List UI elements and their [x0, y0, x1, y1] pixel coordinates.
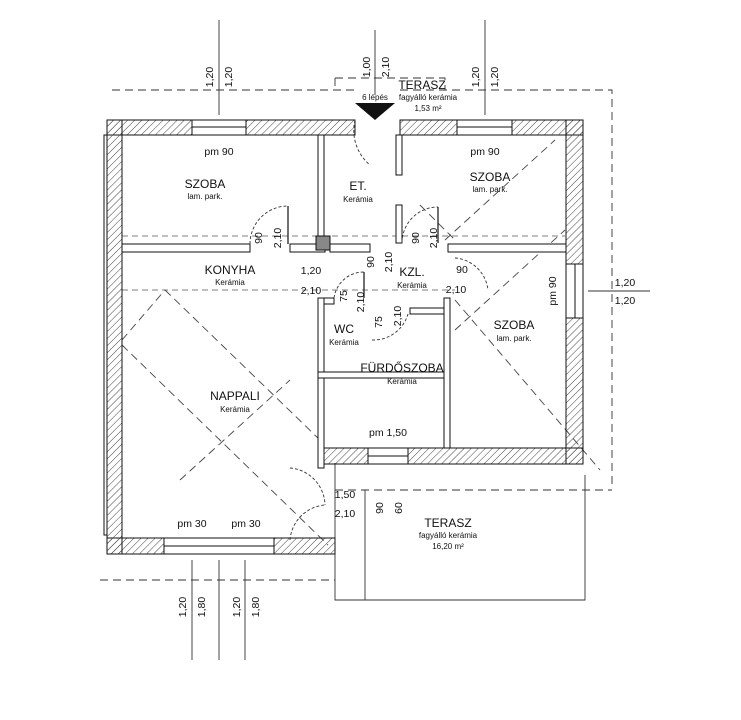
dim-top-door-b: 2,10 — [380, 57, 392, 78]
room-et-name: ET. — [349, 179, 366, 193]
terrace-outline — [334, 463, 586, 601]
dim-d-szoba2-a: 90 — [410, 232, 422, 244]
dim-d-konyha-a: 1,20 — [301, 265, 322, 277]
dim-right-w-b: 1,20 — [615, 295, 636, 307]
dim-d-szoba1-b: 2,10 — [272, 228, 284, 249]
terasz-top-name: TERASZ — [398, 78, 445, 92]
dim-d-kzl-b: 2,10 — [446, 284, 467, 296]
parapet-nappali-right: pm 30 — [231, 518, 260, 530]
windows — [103, 119, 584, 555]
door-swings — [249, 119, 489, 541]
room-szoba2-floor: lam. park. — [472, 185, 507, 194]
entrance-arrow — [355, 103, 395, 120]
dim-terasz-a: 90 — [374, 502, 386, 514]
terasz-top-area: 1,53 m² — [414, 104, 441, 113]
room-konyha-floor: Kerámia — [215, 278, 245, 287]
dim-bot-w1-b: 1,80 — [196, 597, 208, 618]
dim-bot-w1-a: 1,20 — [177, 597, 189, 618]
room-nappali-name: NAPPALI — [210, 389, 260, 403]
dashed-interior — [122, 235, 565, 291]
dim-d-furdo-a: 75 — [373, 316, 385, 328]
parapet-szoba1: pm 90 — [204, 146, 233, 158]
dim-top-w2-a: 1,20 — [470, 67, 482, 88]
room-furdo-name: FÜRDŐSZOBA — [360, 360, 443, 375]
room-furdo-floor: Kerámia — [387, 377, 417, 386]
parapet-szoba3: pm 90 — [547, 276, 559, 305]
room-wc-name: WC — [334, 322, 354, 336]
terasz-top-floor: fagyálló kerámia — [399, 93, 458, 102]
dim-d-furdo-b: 2,10 — [392, 306, 404, 327]
partitions — [121, 134, 567, 469]
dim-d-konyha-b: 2,10 — [301, 285, 322, 297]
room-kzl-name: KZL. — [399, 265, 424, 279]
dim-d-kzl-a: 90 — [456, 264, 468, 276]
dim-top-w1-a: 1,20 — [204, 67, 216, 88]
room-szoba3-floor: lam. park. — [496, 334, 531, 343]
dim-d-szoba2-b: 2,10 — [428, 228, 440, 249]
dim-top-w2-b: 1,20 — [489, 67, 501, 88]
dim-d-et-b: 2,10 — [383, 252, 395, 273]
dim-d-nappali-b: 2,10 — [335, 508, 356, 520]
dim-top-door-a: 1,00 — [361, 57, 373, 78]
parapet-furdo: pm 1,50 — [369, 427, 407, 439]
room-nappali-floor: Kerámia — [220, 405, 250, 414]
dim-bot-w2-b: 1,80 — [250, 597, 262, 618]
room-szoba2-name: SZOBA — [470, 170, 511, 184]
terasz-bottom-floor: fagyálló kerámia — [419, 531, 478, 540]
dim-right-w-a: 1,20 — [615, 277, 636, 289]
room-konyha-name: KONYHA — [205, 263, 256, 277]
walls — [106, 119, 584, 555]
roof-outline — [100, 77, 613, 581]
room-kzl-floor: Kerámia — [397, 281, 427, 290]
dimension-lines — [191, 20, 650, 660]
terasz-top-note: 6 lépés — [362, 93, 388, 102]
door-leaves — [287, 206, 439, 298]
dim-bot-w2-a: 1,20 — [231, 597, 243, 618]
room-szoba1-name: SZOBA — [185, 177, 226, 191]
dim-terasz-b: 60 — [393, 502, 405, 514]
room-szoba1-floor: lam. park. — [187, 192, 222, 201]
terasz-bottom-area: 16,20 m² — [432, 542, 464, 551]
dim-d-wc-b: 2,10 — [355, 292, 367, 313]
parapet-szoba2: pm 90 — [470, 146, 499, 158]
room-szoba3-name: SZOBA — [494, 318, 535, 332]
dim-top-w1-b: 1,20 — [223, 67, 235, 88]
room-et-floor: Kerámia — [343, 195, 373, 204]
dim-d-szoba1-a: 90 — [253, 232, 265, 244]
dim-d-wc-a: 75 — [338, 290, 350, 302]
room-wc-floor: Kerámia — [329, 338, 359, 347]
terasz-bottom-name: TERASZ — [424, 516, 471, 530]
dim-d-et-a: 90 — [365, 256, 377, 268]
dim-d-nappali-a: 1,50 — [335, 489, 356, 501]
parapet-nappali-left: pm 30 — [177, 518, 206, 530]
